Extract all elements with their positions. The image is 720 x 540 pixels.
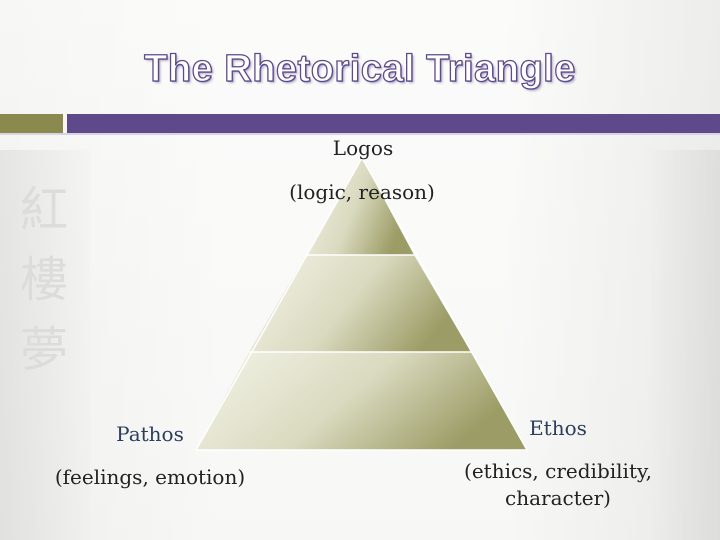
calligraphy-glyph: 夢	[19, 322, 68, 378]
header-bar-purple	[67, 114, 720, 133]
pathos-description: (feelings, emotion)	[54, 465, 246, 489]
pyramid-outline	[194, 156, 529, 451]
logos-label: Logos	[332, 136, 394, 160]
scroll-texture-left: 紅 樓 夢	[0, 150, 90, 540]
scroll-texture-right	[650, 150, 720, 540]
calligraphy-glyph: 樓	[19, 252, 68, 308]
header-underline	[0, 133, 720, 135]
calligraphy-glyph: 紅	[19, 182, 68, 238]
pathos-label: Pathos	[116, 422, 184, 446]
logos-description: (logic, reason)	[289, 180, 435, 204]
pyramid-tier-top	[306, 158, 414, 255]
pyramid-tier-bottom	[196, 352, 527, 450]
ethos-label: Ethos	[529, 416, 587, 440]
slide-title: The Rhetorical Triangle	[143, 47, 576, 90]
header-bar-green	[0, 114, 63, 133]
ethos-description: (ethics, credibility, character)	[464, 459, 652, 510]
pyramid-tier-middle	[249, 255, 471, 352]
